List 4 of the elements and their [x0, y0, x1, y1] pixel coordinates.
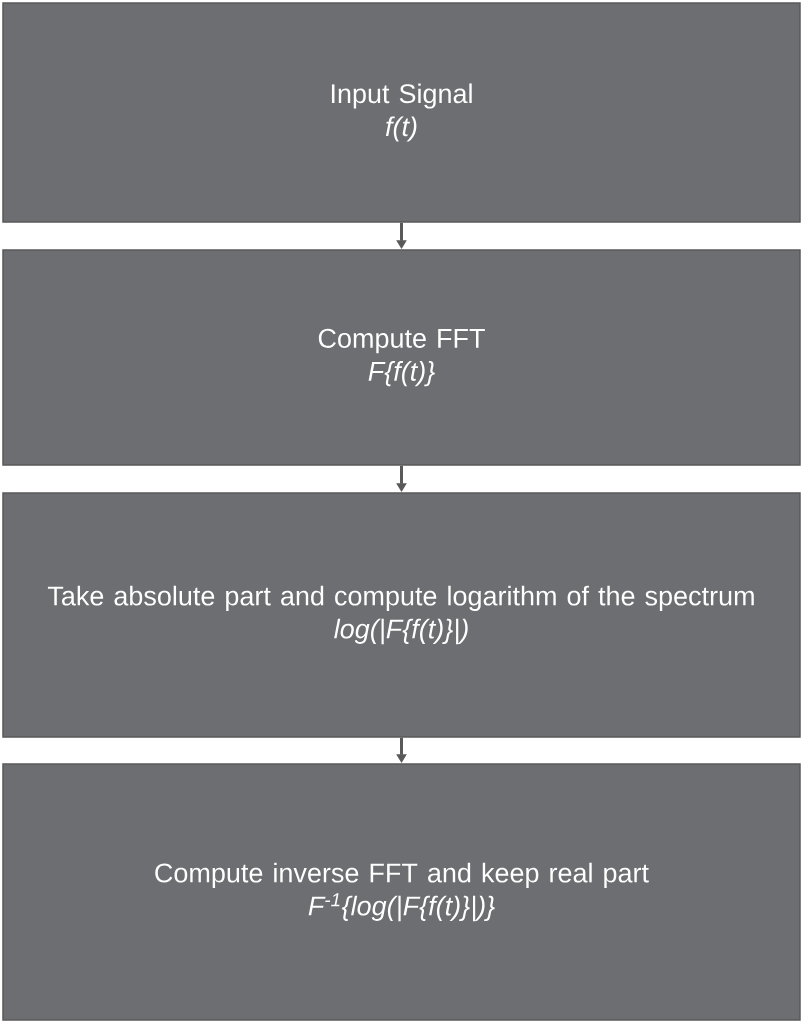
- process-box: Take absolute part and compute logarithm of the spectrum log(|F{f(t)}|): [2, 492, 801, 738]
- process-box: Compute FFT F{f(t)}: [2, 249, 801, 466]
- process-box: Compute inverse FFT and keep real part F$^{-1}${log(|F{f(t)}|)}: [2, 763, 801, 1021]
- process-box: Input Signal f(t): [2, 2, 801, 223]
